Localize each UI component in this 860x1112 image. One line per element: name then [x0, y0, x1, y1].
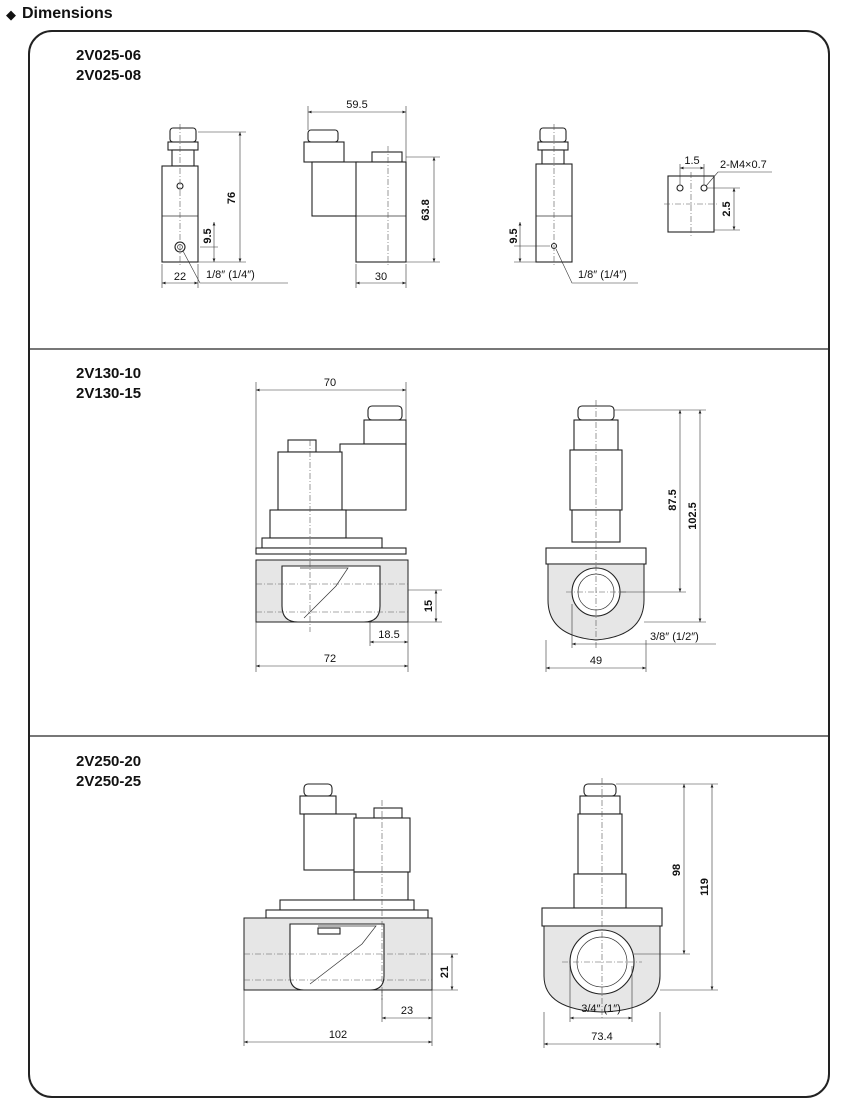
model-label: 2V025-08 — [76, 67, 142, 84]
valve-rear-view: 9.5 1/8″ (1/4″) — [508, 124, 638, 284]
model-label: 2V025-06 — [76, 47, 142, 64]
dimension-label: 70 — [324, 377, 336, 389]
dimension-label: 22 — [174, 271, 186, 283]
model-label: 2V250-20 — [76, 753, 142, 770]
dimension-label: 49 — [590, 655, 602, 667]
section-title: Dimensions — [22, 5, 113, 22]
dimension-label: 72 — [324, 653, 336, 665]
valve-front-view-2v250: 98 119 3/4″ (1″) 73.4 — [541, 778, 718, 1048]
dimension-label: 76 — [226, 192, 238, 204]
valve-side-view: 59.5 63.8 30 — [303, 99, 440, 288]
valve-side-view-2v250: 21 23 102 — [243, 783, 458, 1046]
dimension-label: 1.5 — [684, 155, 699, 167]
section-divider — [30, 348, 828, 350]
dimension-label: 9.5 — [202, 228, 214, 243]
diamond-icon: ◆ — [6, 6, 16, 22]
dimension-label: 2.5 — [721, 201, 733, 216]
thread-label: 2-M4×0.7 — [720, 159, 767, 171]
dimension-label: 63.8 — [420, 199, 432, 220]
model-label: 2V130-10 — [76, 365, 142, 382]
dimension-label: 30 — [375, 271, 387, 283]
dimension-label: 9.5 — [508, 228, 520, 243]
dimension-label: 18.5 — [378, 629, 399, 641]
dimension-label: 73.4 — [591, 1031, 612, 1043]
valve-front-view-2v130: 87.5 102.5 3/8″ (1/2″) 49 — [545, 400, 716, 672]
dimension-label: 15 — [423, 600, 435, 612]
section-divider — [30, 735, 828, 737]
dimensions-frame — [28, 30, 830, 1098]
port-label: 3/8″ (1/2″) — [650, 631, 699, 643]
dimension-label: 23 — [401, 1005, 413, 1017]
valve-front-view: 76 9.5 22 1/8″ (1/4″) — [161, 124, 288, 288]
port-label: 1/8″ (1/4″) — [206, 269, 255, 281]
port-label: 1/8″ (1/4″) — [578, 269, 627, 281]
section-header: ◆ Dimensions — [6, 4, 113, 24]
dimension-label: 21 — [439, 966, 451, 978]
dimension-label: 59.5 — [346, 99, 367, 111]
valve-side-view-2v130: 70 15 18.5 72 — [255, 377, 442, 672]
dimension-label: 102.5 — [687, 502, 699, 530]
mounting-plate-view: 1.5 2-M4×0.7 2.5 — [664, 155, 772, 236]
dimension-label: 102 — [329, 1029, 347, 1041]
dimension-label: 119 — [699, 878, 711, 896]
dimension-label: 98 — [671, 864, 683, 876]
model-label: 2V250-25 — [76, 773, 142, 790]
port-label: 3/4″ (1″) — [581, 1003, 621, 1015]
model-label: 2V130-15 — [76, 385, 142, 402]
dimension-label: 87.5 — [667, 489, 679, 510]
